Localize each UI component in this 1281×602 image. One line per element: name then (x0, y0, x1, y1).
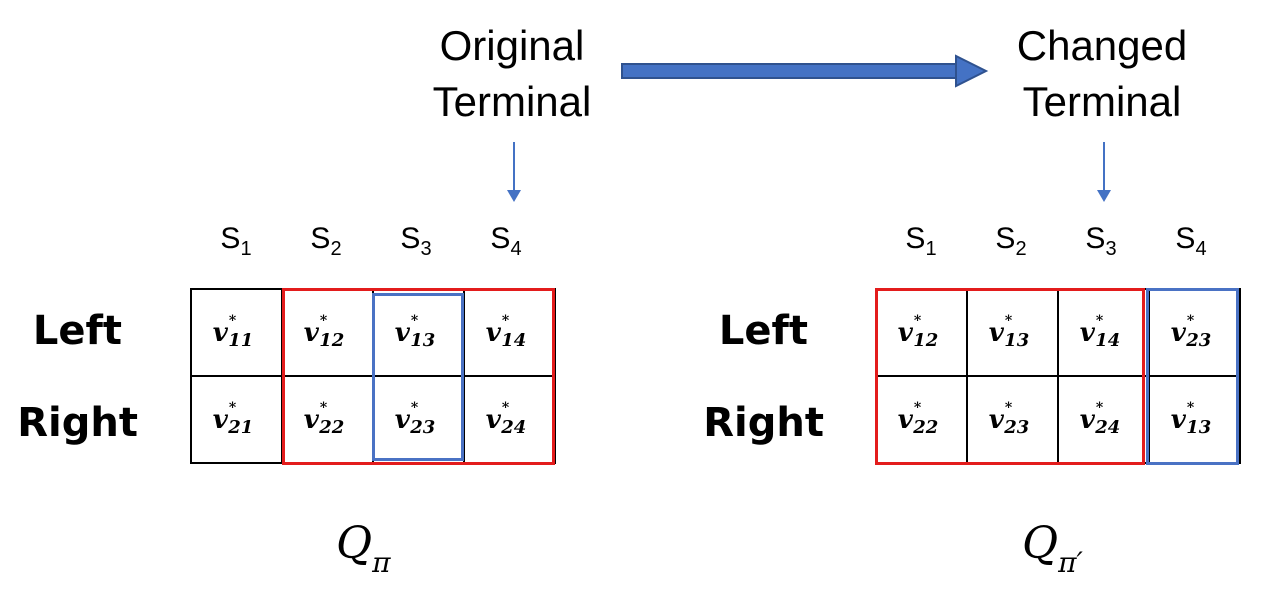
q-pi-prime-table: v*12 v*13 v*14 v*23 v*22 v*23 v*24 v*13 (875, 288, 1241, 464)
transition-arrow (621, 54, 989, 88)
state-label: S3 (400, 222, 432, 260)
row-label-right: Right (17, 400, 138, 446)
q-pi-label: Qπ (336, 518, 391, 579)
state-label: S4 (490, 222, 522, 260)
table-cell: v*23 (1150, 290, 1241, 377)
left-blue-highlight (372, 293, 464, 461)
state-label: S1 (220, 222, 252, 260)
right-state-header: S1 S2 S3 S4 (876, 222, 1236, 261)
changed-terminal-pointer-arrow (1097, 142, 1111, 202)
row-label-right: Right (703, 400, 824, 446)
row-label-left: Left (718, 308, 808, 354)
table-cell: v*14 (465, 290, 556, 377)
state-label: S2 (995, 222, 1027, 260)
original-terminal-title: Original Terminal (432, 22, 592, 125)
original-terminal-pointer-arrow (507, 142, 521, 202)
changed-terminal-title: Changed Terminal (1016, 22, 1188, 125)
state-label: S2 (310, 222, 342, 260)
state-label: S3 (1085, 222, 1117, 260)
state-label: S1 (905, 222, 937, 260)
state-label: S4 (1175, 222, 1207, 260)
left-state-header: S1 S2 S3 S4 (191, 222, 551, 261)
right-blue-highlight (1146, 288, 1239, 465)
table-cell: v*21 (192, 377, 283, 464)
q-pi-prime-label: Qπ′ (1022, 518, 1083, 579)
left-red-highlight (282, 288, 555, 465)
table-cell: v*23 (968, 377, 1059, 464)
right-red-highlight (875, 288, 1145, 465)
table-cell: v*13 (968, 290, 1059, 377)
table-cell: v*13 (374, 290, 465, 377)
table-cell: v*11 (192, 290, 283, 377)
table-cell: v*14 (1059, 290, 1150, 377)
table-cell: v*12 (877, 290, 968, 377)
row-label-left: Left (32, 308, 122, 354)
